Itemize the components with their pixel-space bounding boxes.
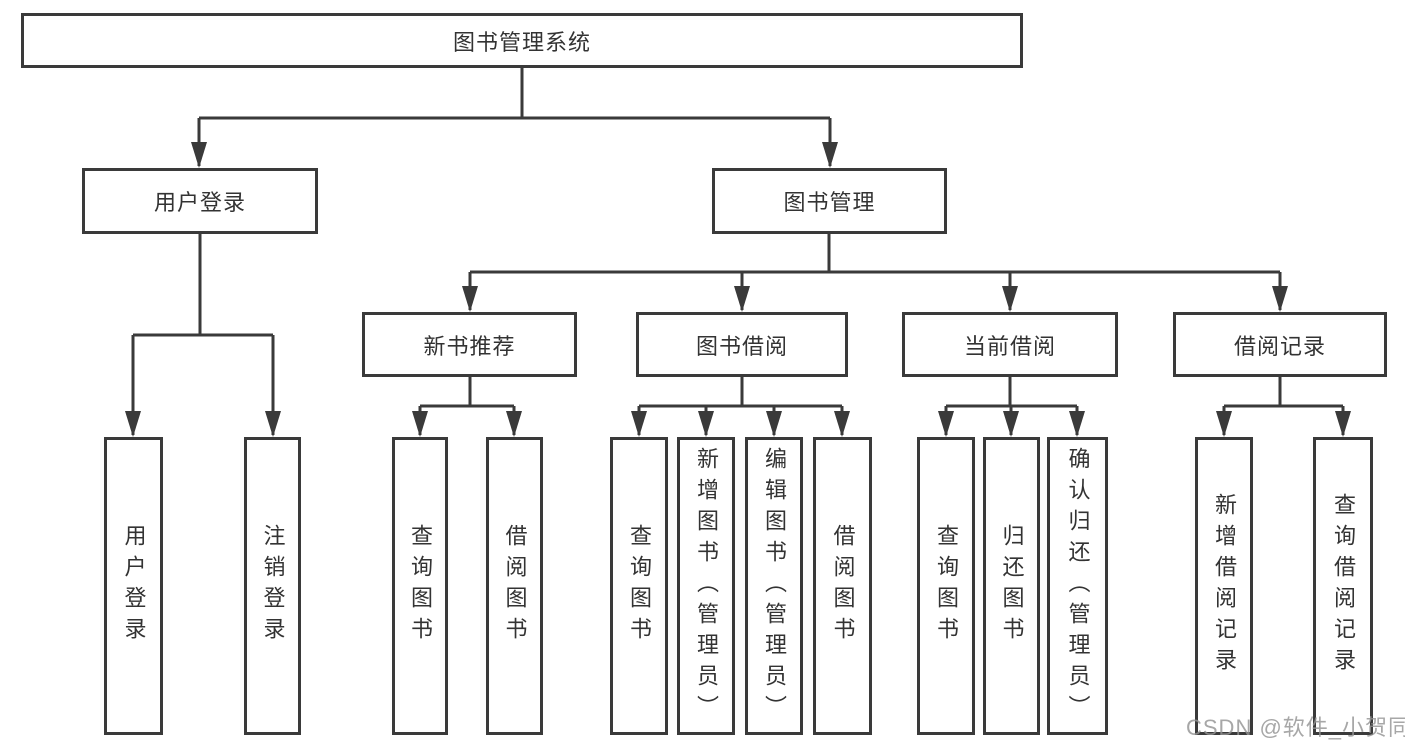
leaf-borrow-books-borrowing-label: 借阅图书: [830, 524, 856, 648]
leaf-return-books-label: 归还图书: [999, 524, 1025, 648]
leaf-query-books-recommend-label: 查询图书: [408, 524, 433, 648]
leaf-query-books-borrowing: 查询图书: [610, 437, 668, 735]
leaf-query-books-borrowing-label: 查询图书: [627, 524, 652, 648]
leaf-add-borrow-record: 新增借阅记录: [1195, 437, 1253, 735]
leaf-edit-books-admin-label: 编辑图书（管理员）: [762, 446, 787, 726]
node-book-management-system: 图书管理系统: [21, 13, 1023, 68]
node-user-login: 用户登录: [82, 168, 318, 234]
node-book-borrowing: 图书借阅: [636, 312, 848, 377]
leaf-query-borrow-record: 查询借阅记录: [1313, 437, 1373, 735]
leaf-user-login: 用户登录: [104, 437, 163, 735]
leaf-query-books-current: 查询图书: [917, 437, 975, 735]
node-book-management: 图书管理: [712, 168, 947, 234]
node-new-book-recommend: 新书推荐: [362, 312, 577, 377]
leaf-query-borrow-record-label: 查询借阅记录: [1331, 493, 1356, 679]
leaf-borrow-books-recommend: 借阅图书: [486, 437, 543, 735]
leaf-confirm-return-admin-label: 确认归还（管理员）: [1065, 446, 1091, 726]
node-borrowing-records: 借阅记录: [1173, 312, 1387, 377]
leaf-add-books-admin-label: 新增图书（管理员）: [694, 446, 719, 726]
leaf-logout: 注销登录: [244, 437, 301, 735]
connector-strokes: [131, 67, 1345, 435]
leaf-user-login-label: 用户登录: [121, 524, 147, 648]
leaf-confirm-return-admin: 确认归还（管理员）: [1047, 437, 1108, 735]
leaf-add-borrow-record-label: 新增借阅记录: [1212, 493, 1237, 679]
leaf-add-books-admin: 新增图书（管理员）: [677, 437, 735, 735]
leaf-query-books-current-label: 查询图书: [934, 524, 959, 648]
leaf-borrow-books-borrowing: 借阅图书: [813, 437, 872, 735]
leaf-return-books: 归还图书: [983, 437, 1040, 735]
leaf-borrow-books-recommend-label: 借阅图书: [502, 524, 528, 648]
leaf-edit-books-admin: 编辑图书（管理员）: [745, 437, 803, 735]
csdn-watermark: CSDN @软件_小贺同学: [1186, 715, 1405, 740]
leaf-logout-label: 注销登录: [260, 524, 286, 648]
node-current-borrowing: 当前借阅: [902, 312, 1118, 377]
leaf-query-books-recommend: 查询图书: [392, 437, 448, 735]
